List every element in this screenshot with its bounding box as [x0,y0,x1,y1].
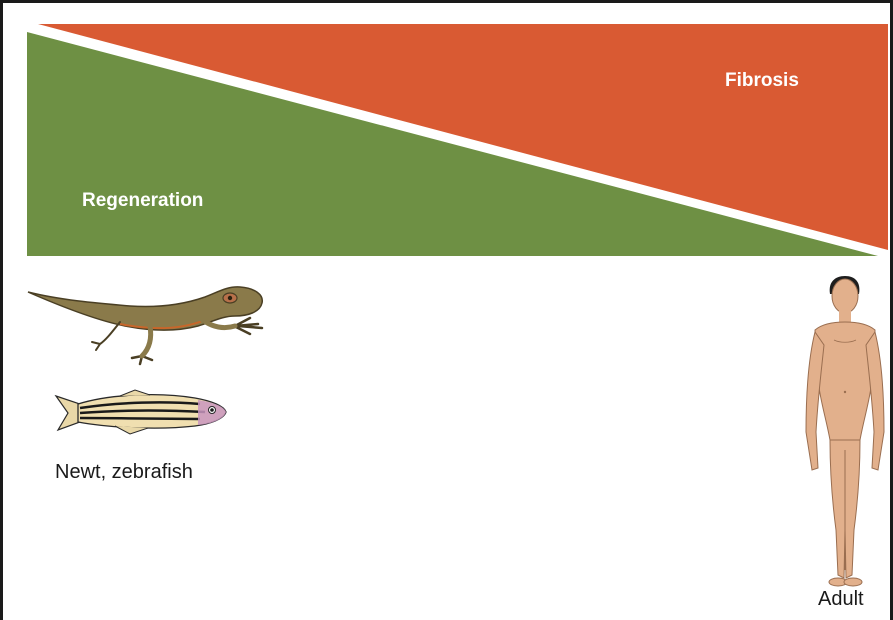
newt-zebrafish-label: Newt, zebrafish [55,461,193,483]
regeneration-label: Regeneration [82,190,203,211]
newt-icon [28,287,262,364]
zebrafish-icon [56,390,226,434]
fibrosis-label: Fibrosis [725,70,799,91]
human-adult-icon [806,276,884,586]
adult-label: Adult [818,588,864,610]
